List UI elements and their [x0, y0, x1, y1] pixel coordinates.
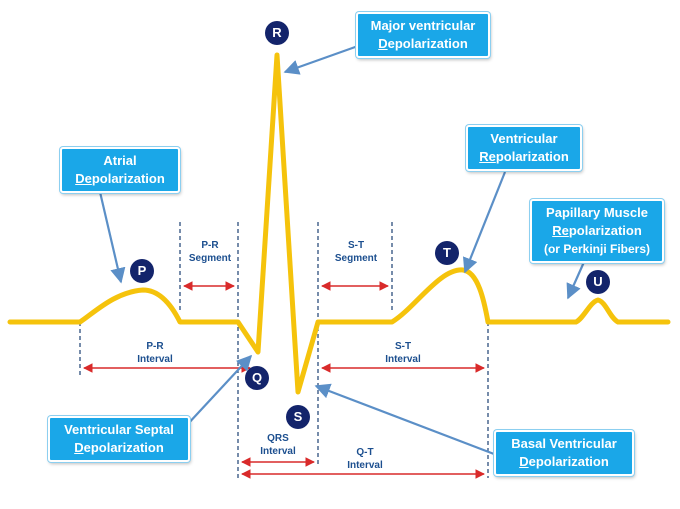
callout-underlined-letters: De [75, 171, 92, 186]
basal-pointer [314, 383, 495, 456]
callout-line: Depolarization [364, 35, 482, 53]
callout-line: Atrial [103, 153, 137, 168]
label-line: Interval [260, 446, 296, 457]
label-line: QRS [267, 433, 289, 444]
callout-line: Major ventricular [370, 18, 476, 33]
label-line: S-T [347, 240, 365, 251]
papillary-pointer [566, 261, 586, 300]
pr-segment-label: P-R Segment [184, 239, 236, 265]
major-ventricular-pointer [283, 44, 359, 75]
label-line: Interval [385, 354, 421, 365]
qrs-interval-label: QRS Interval [253, 432, 303, 458]
callout-major-ventricular-depolarization: Major ventricular Depolarization [356, 12, 490, 58]
callout-line: Ventricular [490, 131, 558, 146]
pr-interval-label: P-R Interval [130, 340, 180, 366]
callout-line-rest: epolarization [528, 454, 609, 469]
ventricular-repol-pointer [462, 171, 507, 274]
callout-papillary-muscle-repolarization: Papillary Muscle Repolarization (or Perk… [530, 199, 664, 263]
label-line: P-R [201, 240, 219, 251]
callout-line-rest: polarization [568, 223, 642, 238]
callout-underlined-letters: Re [479, 149, 496, 164]
label-line: Q-T [356, 447, 374, 458]
t-wave-marker: T [435, 241, 459, 265]
q-wave-marker: Q [245, 366, 269, 390]
qt-interval-label: Q-T Interval [340, 446, 390, 472]
callout-line-rest: epolarization [83, 440, 164, 455]
callout-line-rest: polarization [495, 149, 569, 164]
callout-line: Papillary Muscle [546, 205, 648, 220]
callout-line-rest: polarization [91, 171, 165, 186]
callout-basal-ventricular-depolarization: Basal Ventricular Depolarization [494, 430, 634, 476]
callout-underlined-letters: D [74, 440, 84, 455]
label-line: Interval [347, 460, 383, 471]
callout-line: Basal Ventricular [511, 436, 617, 451]
label-line: Segment [334, 253, 378, 264]
callout-underlined-letters: D [378, 36, 388, 51]
callout-line: Ventricular Septal [64, 422, 174, 437]
callout-line: Repolarization [474, 148, 574, 166]
callout-underlined-letters: D [519, 454, 529, 469]
label-line: P-R [146, 341, 164, 352]
callout-line: Depolarization [502, 453, 626, 471]
callout-atrial-depolarization: Atrial Depolarization [60, 147, 180, 193]
u-wave-marker: U [586, 270, 610, 294]
callout-line: Repolarization [538, 222, 656, 240]
septal-pointer [185, 354, 253, 427]
p-wave-marker: P [130, 259, 154, 283]
callout-line: Depolarization [56, 439, 182, 457]
label-line: S-T [394, 341, 412, 352]
callout-ventricular-repolarization: Ventricular Repolarization [466, 125, 582, 171]
callout-ventricular-septal-depolarization: Ventricular Septal Depolarization [48, 416, 190, 462]
s-wave-marker: S [286, 405, 310, 429]
label-line: Segment [188, 253, 232, 264]
callout-line: Depolarization [68, 170, 172, 188]
ecg-waveform [7, 52, 671, 395]
r-wave-marker: R [265, 21, 289, 45]
label-line: Interval [137, 354, 173, 365]
callout-line: (or Perkinji Fibers) [543, 242, 651, 256]
callout-underlined-letters: Re [552, 223, 569, 238]
st-segment-label: S-T Segment [326, 239, 386, 265]
st-interval-label: S-T Interval [378, 340, 428, 366]
atrial-pointer [98, 191, 126, 284]
callout-line-rest: epolarization [387, 36, 468, 51]
